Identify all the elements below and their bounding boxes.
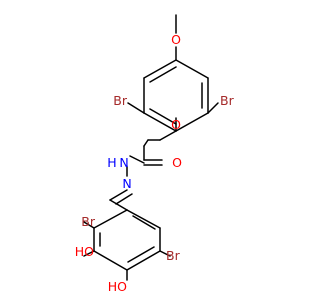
bond [93, 209, 128, 229]
bond [207, 102, 219, 114]
atom-label-n-imine: N [122, 176, 131, 191]
bond [149, 108, 177, 125]
bond [83, 250, 95, 257]
atom-label-br-ring1-right: Br [220, 93, 235, 108]
atom-label-oh-left: HO [75, 244, 94, 259]
bond [149, 66, 177, 83]
bond [126, 250, 161, 271]
bond [159, 130, 177, 141]
bond [143, 112, 177, 132]
bond [129, 155, 145, 164]
bond [159, 250, 171, 257]
atom-label-n-amide: N [119, 155, 128, 170]
bond [175, 59, 209, 79]
bond [143, 139, 149, 147]
bond [93, 250, 128, 271]
atom-label-o-methoxy: O [171, 32, 181, 47]
atom-label-br-ring1-left: Br [113, 93, 128, 108]
bond [132, 215, 156, 230]
atom-label-br-ring2-right: Br [166, 248, 181, 263]
molecule-structure: O Br Br O O H N N Br Br HO HO [75, 14, 235, 294]
bond [175, 112, 209, 132]
atom-label-o-ether: O [171, 117, 181, 132]
bonds [83, 14, 219, 281]
bond [143, 59, 177, 79]
bond [109, 199, 128, 211]
bond [127, 246, 155, 263]
bond [127, 102, 145, 114]
atom-label-oh-bottom: HO [108, 279, 127, 294]
atom-label-h-amide: H [107, 155, 116, 170]
atom-label-br-ring2-top: Br [81, 214, 96, 229]
bond [109, 189, 128, 201]
atom-labels: O Br Br O O H N N Br Br HO HO [75, 32, 235, 294]
atom-label-o-carbonyl: O [172, 155, 182, 170]
bond [83, 221, 95, 229]
bond [126, 209, 161, 229]
bond [115, 193, 133, 205]
